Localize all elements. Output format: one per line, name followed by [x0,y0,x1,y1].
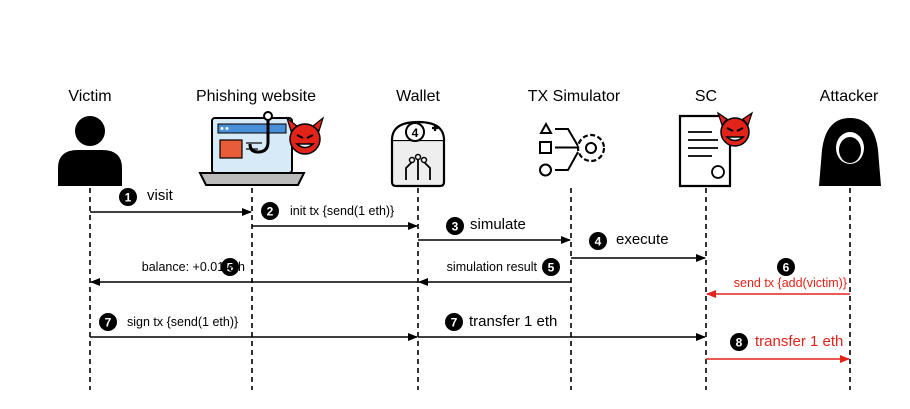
svg-text:4: 4 [412,126,419,140]
actor-label-tx-simulator: TX Simulator [528,88,621,105]
step-badge [777,258,795,276]
step-number: 6 [783,260,790,274]
step-number: 4 [595,234,602,248]
step-badge [446,217,464,235]
person-icon [58,116,122,186]
actor-label-victim: Victim [68,88,111,105]
message-label: execute [616,231,669,248]
devil-face-icon [716,111,754,147]
hooded-hacker-icon [819,118,881,186]
simulator-icon [539,121,606,177]
step-badge [445,313,463,331]
step-badge [221,258,239,276]
message-label: init tx {send(1 eth)} [290,204,394,218]
step-number: 5 [548,260,555,274]
step-number: 1 [125,190,132,204]
actor-label-attacker: Attacker [820,88,879,105]
step-badge [261,202,279,220]
message-label: sign tx {send(1 eth)} [127,315,238,329]
step-badge [542,258,560,276]
step-badge [730,333,748,351]
message-label: transfer 1 eth [469,313,557,330]
step-number: 7 [451,315,458,329]
step-badge [119,188,137,206]
message-label: visit [147,187,174,204]
devil-face-icon [285,116,325,155]
step-number: 8 [736,335,743,349]
contract-document-icon [678,114,732,188]
phishing-laptop-icon [198,111,306,186]
step-number: 7 [105,315,112,329]
message-label: transfer 1 eth [755,333,843,350]
actor-label-phishing-website: Phishing website [196,88,316,105]
step-number: 3 [452,219,459,233]
message-label: send tx {add(victim)} [734,276,847,290]
message-label: simulate [470,216,526,233]
wallet-icon: 4 [390,120,446,188]
step-badge [589,232,607,250]
step-badge [99,313,117,331]
message-label: balance: +0.01 eth [142,260,245,274]
actor-label-sc: SC [695,88,717,105]
message-label: simulation result [447,260,538,274]
actor-label-wallet: Wallet [396,88,440,105]
step-number: 2 [267,204,274,218]
step-number: 5 [227,260,234,274]
